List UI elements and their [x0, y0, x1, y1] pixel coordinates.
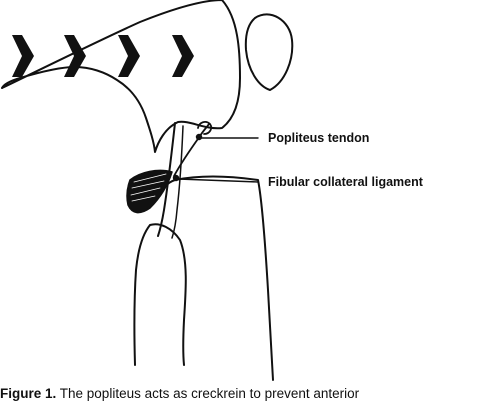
fibular-collateral-ligament — [157, 122, 176, 237]
arrow-2 — [64, 35, 86, 77]
fibular-collateral-ligament-inner — [171, 125, 184, 239]
figure-caption: Figure 1. The popliteus acts as creckrei… — [0, 386, 500, 401]
fcl-attachment-dot — [172, 174, 180, 182]
patella-outline — [244, 13, 294, 91]
figure-label: Figure 1. — [0, 386, 57, 401]
arrow-4 — [172, 35, 194, 77]
popliteus-tendon-insertion — [197, 121, 213, 135]
caption-text: The popliteus acts as creckrein to preve… — [59, 386, 360, 401]
popliteus-attachment-dot — [195, 133, 203, 141]
arrow-3 — [118, 35, 140, 77]
fcl-leader-line — [177, 178, 259, 183]
popliteus-muscle-hatching — [130, 173, 167, 202]
tibia-outline — [174, 175, 274, 381]
popliteus-tendon-label: Popliteus tendon — [268, 131, 370, 145]
arrow-1 — [12, 35, 34, 77]
popliteus-tendon — [173, 123, 210, 177]
arrow-row — [12, 35, 194, 77]
fibular-collateral-ligament-label: Fibular collateral ligament — [268, 175, 423, 189]
fibula-outline — [133, 223, 187, 366]
